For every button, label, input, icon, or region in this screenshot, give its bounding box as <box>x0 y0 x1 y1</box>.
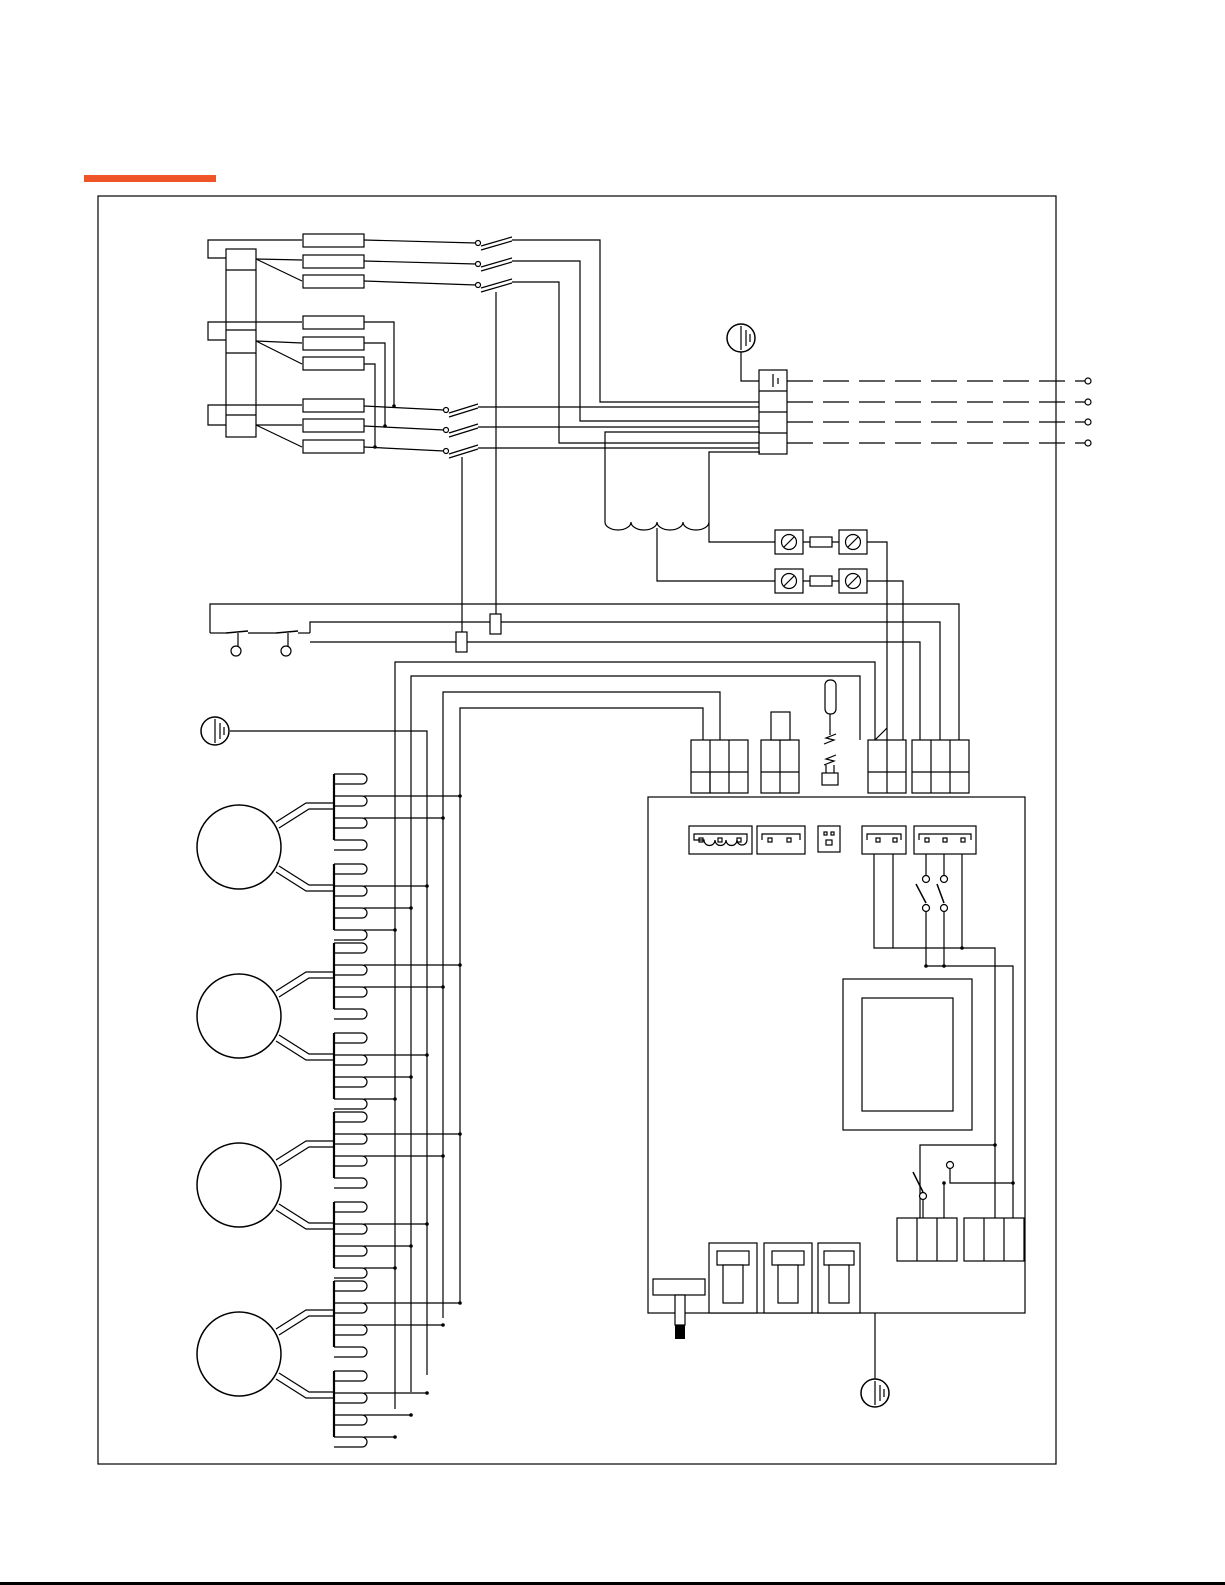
motor-icon <box>197 974 281 1058</box>
terminal-icon <box>1085 378 1091 384</box>
transformer-icon <box>605 432 775 581</box>
ground-icon <box>727 324 755 352</box>
terminal-icon <box>1085 440 1091 446</box>
fuse-icon <box>775 569 867 593</box>
supply-terminal-block <box>759 370 787 454</box>
motor-icon <box>197 805 281 889</box>
supply-lines <box>787 378 1091 446</box>
ground-icon <box>201 717 229 745</box>
switch-icon <box>444 404 479 458</box>
resistor-bank <box>208 234 364 453</box>
motors <box>197 774 462 1447</box>
motor-icon <box>197 1312 281 1396</box>
terminal-icon <box>1085 419 1091 425</box>
switch-icon <box>476 237 513 292</box>
temperature-probe-icon <box>822 680 838 785</box>
terminal-block-left <box>226 249 256 437</box>
ground-icon <box>861 1379 889 1407</box>
motor-icon <box>197 1143 281 1227</box>
controller-board <box>648 797 1025 1339</box>
fuse-icon <box>775 530 867 554</box>
connector-icon <box>691 740 748 793</box>
terminal-icon <box>1085 399 1091 405</box>
connector-icon <box>912 740 969 793</box>
thermal-sensor-icon <box>210 631 310 656</box>
